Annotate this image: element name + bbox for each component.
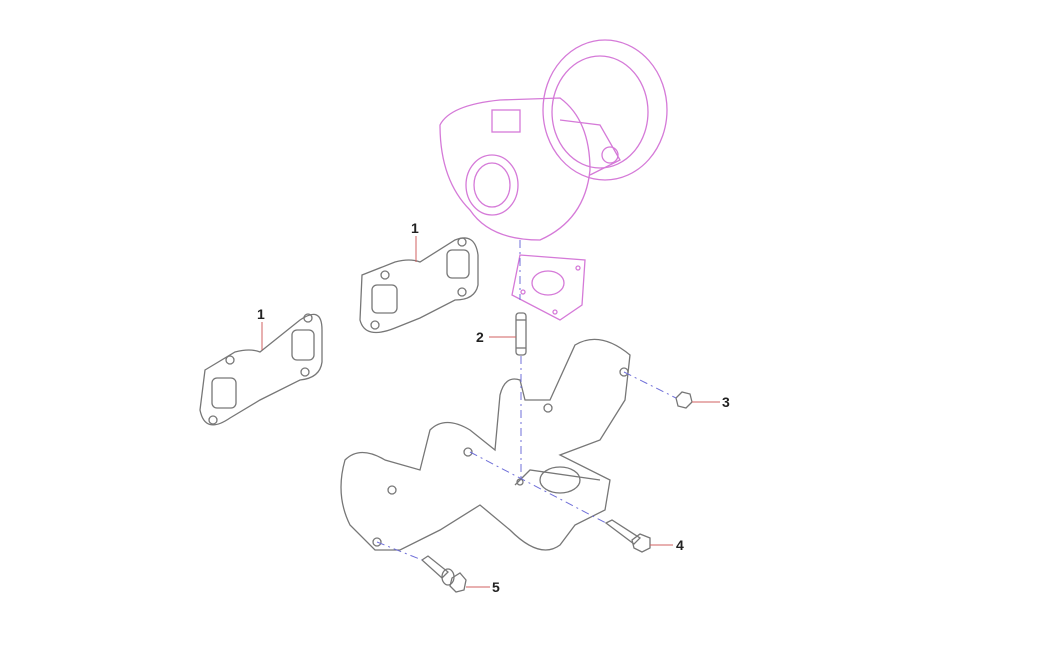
callout-3-nut[interactable]: 3: [722, 394, 730, 410]
leader-lines: [261, 236, 720, 588]
gasket-lower[interactable]: [199, 313, 323, 426]
turbocharger[interactable]: [439, 39, 668, 321]
stud[interactable]: [515, 312, 527, 356]
callout-5-bolt[interactable]: 5: [492, 579, 500, 595]
nut[interactable]: [675, 391, 693, 409]
gasket-upper[interactable]: [359, 237, 479, 334]
callout-1-upper-gasket[interactable]: 1: [411, 220, 419, 236]
bolt-with-washer[interactable]: [420, 555, 467, 593]
assembly-axes: [376, 240, 677, 561]
callout-1-lower-gasket[interactable]: 1: [257, 306, 265, 322]
callout-4-bolt[interactable]: 4: [676, 537, 684, 553]
callout-2-stud[interactable]: 2: [476, 329, 484, 345]
exhaust-manifold[interactable]: [340, 338, 631, 551]
flange-bolt[interactable]: [604, 519, 651, 553]
